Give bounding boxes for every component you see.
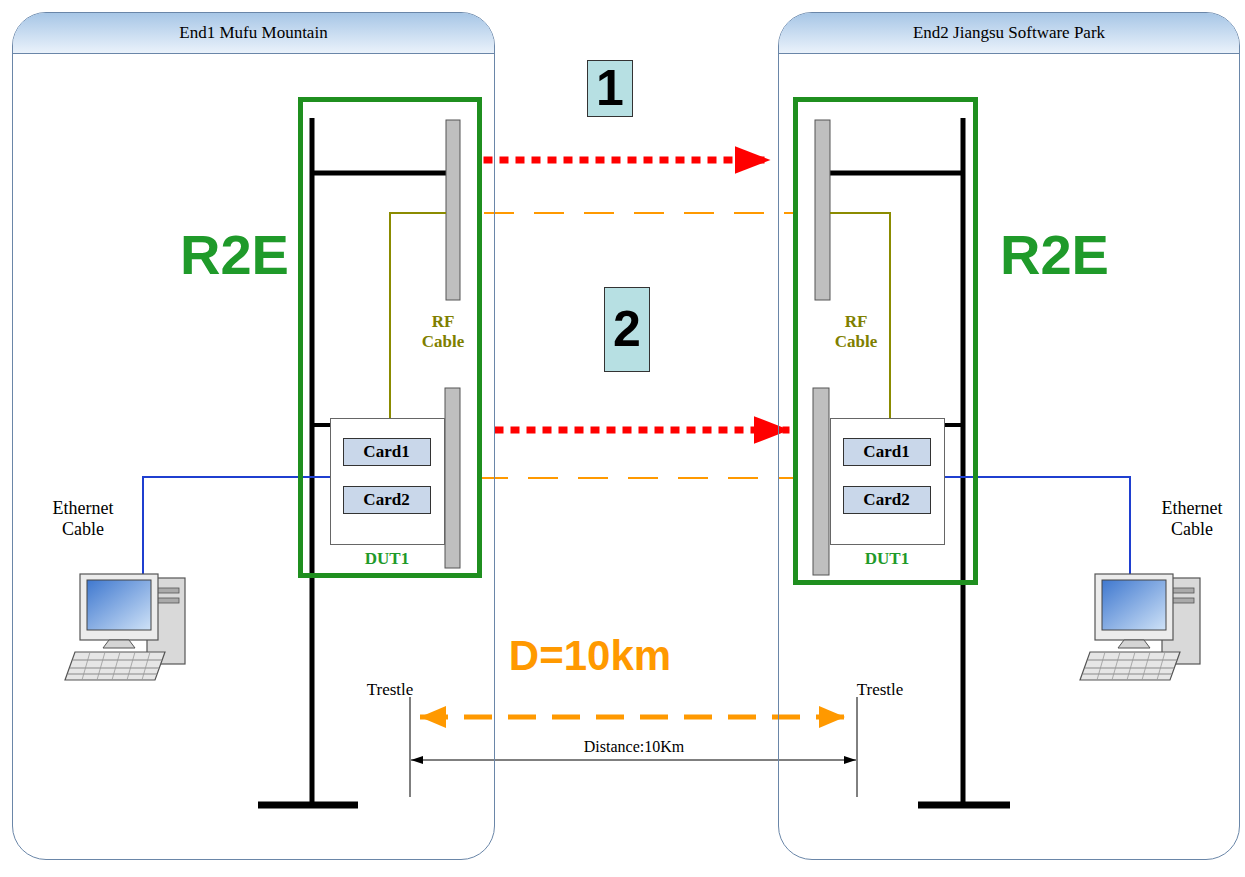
antenna — [813, 388, 829, 575]
group-label: R2E — [180, 222, 289, 287]
card-label: Card1 — [344, 439, 430, 465]
callout-number: 2 — [604, 287, 650, 372]
cable-label: Ethernet Cable — [35, 498, 131, 540]
trestle-arm — [312, 171, 446, 176]
radio-link-arrow — [495, 427, 790, 434]
trestle-arm — [830, 171, 963, 176]
r2e-group: R2EDUT1Card1Card2 — [793, 97, 978, 585]
computer-icon — [1080, 574, 1200, 680]
cable-label: Ethernet Cable — [1147, 498, 1237, 540]
site-panel: End2 Jiangsu Software ParkR2E DUT1 Card1Ca… — [778, 12, 1240, 860]
site-panel: End1 Mufu MountainR2E DUT1 Card1Card2 — [12, 12, 495, 860]
link-dash — [478, 477, 793, 479]
cable-label: RF Cable — [414, 312, 472, 352]
device-box: DUT1Card1Card2 — [830, 418, 945, 545]
device-box: DUT1Card1Card2 — [330, 418, 445, 545]
radio-link-arrow — [484, 157, 771, 164]
card-box: Card2 — [843, 486, 931, 514]
panel-header: End1 Mufu Mountain — [13, 13, 494, 54]
panel-header: End2 Jiangsu Software Park — [779, 13, 1239, 54]
distance-label: D=10km — [450, 632, 730, 680]
trestle-arm — [312, 423, 330, 427]
card-box: Card1 — [843, 438, 931, 466]
dimension-tick — [410, 697, 411, 797]
trestle-pole — [961, 118, 966, 805]
dimension-line — [411, 760, 856, 761]
card-label: Card1 — [844, 439, 930, 465]
trestle-pole — [310, 118, 315, 805]
antenna — [446, 120, 460, 300]
dimension-tick — [857, 697, 858, 797]
device-label: DUT1 — [865, 549, 909, 569]
site-title: End2 Jiangsu Software Park — [779, 13, 1239, 53]
antenna — [445, 388, 460, 568]
trestle-base — [258, 802, 358, 809]
trestle-arm — [945, 423, 963, 427]
card-label: Card2 — [344, 487, 430, 513]
site-title: End1 Mufu Mountain — [13, 13, 494, 53]
card-box: Card2 — [343, 486, 431, 514]
device-label: DUT1 — [365, 549, 409, 569]
dimension-label: Distance:10Km — [554, 738, 714, 756]
distance-arrow — [420, 715, 845, 720]
trestle-label: Trestle — [345, 680, 435, 700]
card-box: Card1 — [343, 438, 431, 466]
callout-number: 1 — [587, 60, 633, 117]
cable-label: RF Cable — [827, 312, 885, 352]
link-dash — [484, 212, 793, 214]
trestle-label: Trestle — [835, 680, 925, 700]
antenna — [815, 120, 830, 300]
computer-icon — [65, 574, 185, 680]
trestle-base — [918, 802, 1010, 809]
group-label: R2E — [1000, 222, 1109, 287]
card-label: Card2 — [844, 487, 930, 513]
